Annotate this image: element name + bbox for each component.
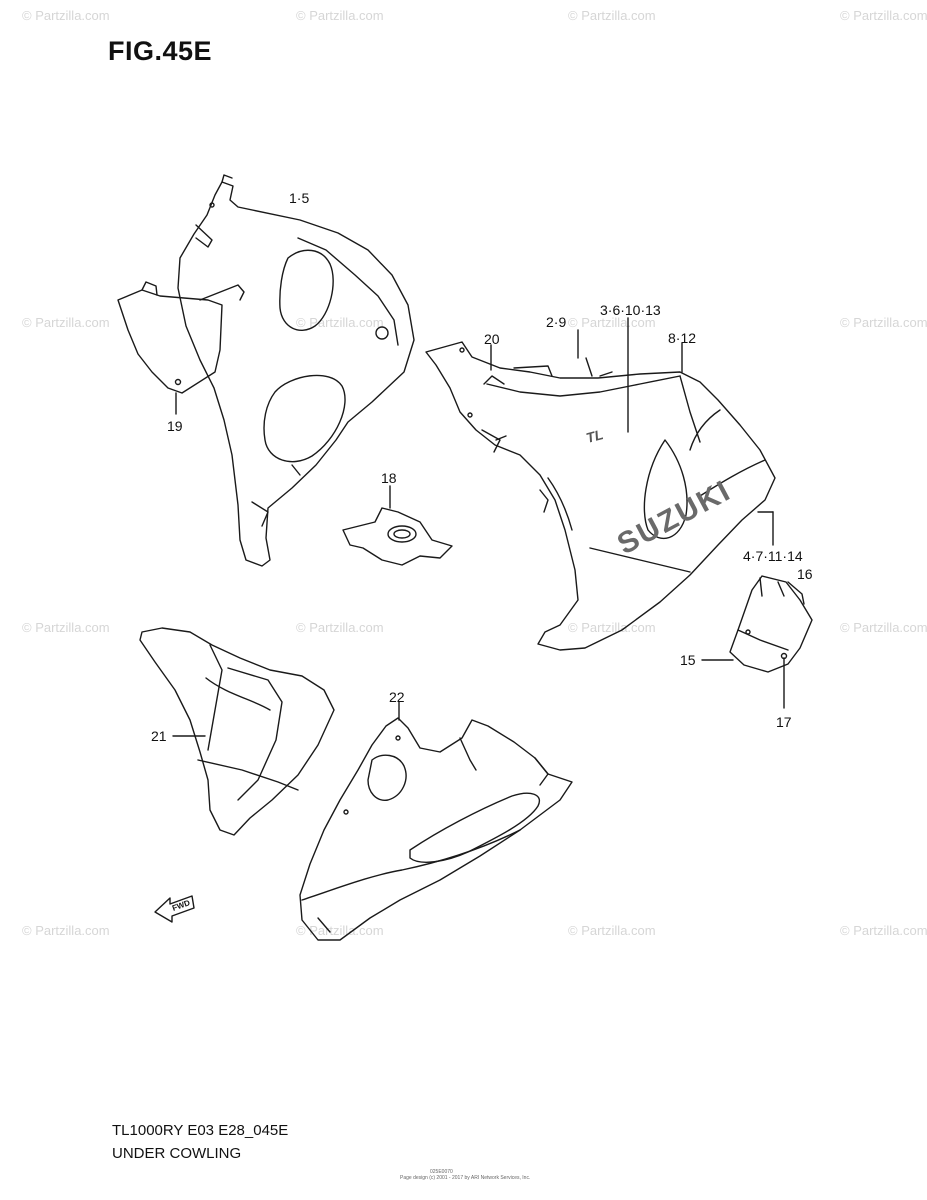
figure-title: FIG.45E (108, 36, 213, 66)
part-label-17[interactable]: 17 (776, 714, 792, 730)
image-id: 025E0070 (430, 1169, 453, 1175)
part-label-4-7-11-14[interactable]: 4·7·11·14 (743, 548, 803, 564)
inner-cowling-part[interactable] (177, 174, 415, 567)
part-label-15[interactable]: 15 (680, 652, 696, 668)
watermark: © Partzilla.com (296, 923, 384, 938)
part-label-1-5[interactable]: 1·5 (289, 190, 310, 206)
watermark: © Partzilla.com (296, 315, 384, 330)
part-label-19[interactable]: 19 (167, 418, 183, 434)
watermark: © Partzilla.com (568, 923, 656, 938)
part-label-21[interactable]: 21 (151, 728, 167, 744)
watermark: © Partzilla.com (296, 620, 384, 635)
side-panel-part[interactable] (139, 627, 335, 836)
watermark: © Partzilla.com (22, 315, 110, 330)
part-label-2-9[interactable]: 2·9 (546, 314, 567, 330)
small-side-cover-part[interactable] (701, 575, 813, 709)
watermark: © Partzilla.com (840, 620, 927, 635)
part-label-22[interactable]: 22 (389, 689, 405, 705)
watermark: © Partzilla.com (296, 8, 384, 23)
watermark: © Partzilla.com (22, 8, 110, 23)
part-label-20[interactable]: 20 (484, 331, 500, 347)
bracket-part[interactable] (117, 281, 245, 415)
watermark: © Partzilla.com (22, 923, 110, 938)
forward-arrow-icon (154, 895, 195, 923)
part-label-3-6-10-13[interactable]: 3·6·10·13 (600, 302, 661, 318)
watermark: © Partzilla.com (22, 620, 110, 635)
under-cover-part[interactable] (299, 701, 573, 941)
part-label-16[interactable]: 16 (797, 566, 813, 582)
watermark: © Partzilla.com (840, 923, 927, 938)
cover-plate-part[interactable] (342, 485, 453, 566)
under-cowling-body-part[interactable] (425, 317, 776, 651)
watermark: © Partzilla.com (840, 8, 927, 23)
watermark: © Partzilla.com (568, 8, 656, 23)
copyright-text: Page design (c) 2001 - 2017 by ARI Netwo… (400, 1175, 531, 1181)
model-code: TL1000RY E03 E28_045E (112, 1122, 289, 1139)
part-label-8-12[interactable]: 8·12 (668, 330, 697, 346)
part-label-18[interactable]: 18 (381, 470, 397, 486)
watermark: © Partzilla.com (840, 315, 927, 330)
watermark: © Partzilla.com (568, 620, 656, 635)
diagram-name: UNDER COWLING (112, 1145, 242, 1162)
watermark: © Partzilla.com (568, 315, 656, 330)
